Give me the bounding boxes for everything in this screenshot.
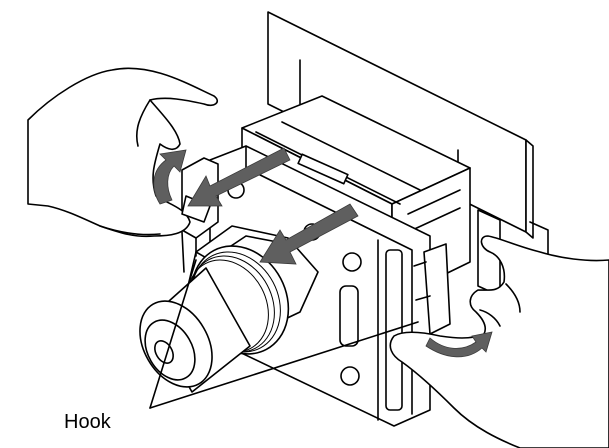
front-plate (209, 145, 431, 427)
right-hand (389, 235, 609, 448)
upper-push-arrow (187, 147, 291, 207)
hook-leader-lines (149, 259, 419, 409)
right-rotate-arrow (425, 331, 493, 358)
lower-push-arrow (259, 203, 359, 265)
right-clip (413, 243, 451, 335)
left-rotate-arrow (153, 149, 187, 205)
hook-label: Hook (64, 411, 112, 433)
left-hand (27, 67, 219, 238)
push-button (139, 267, 251, 393)
